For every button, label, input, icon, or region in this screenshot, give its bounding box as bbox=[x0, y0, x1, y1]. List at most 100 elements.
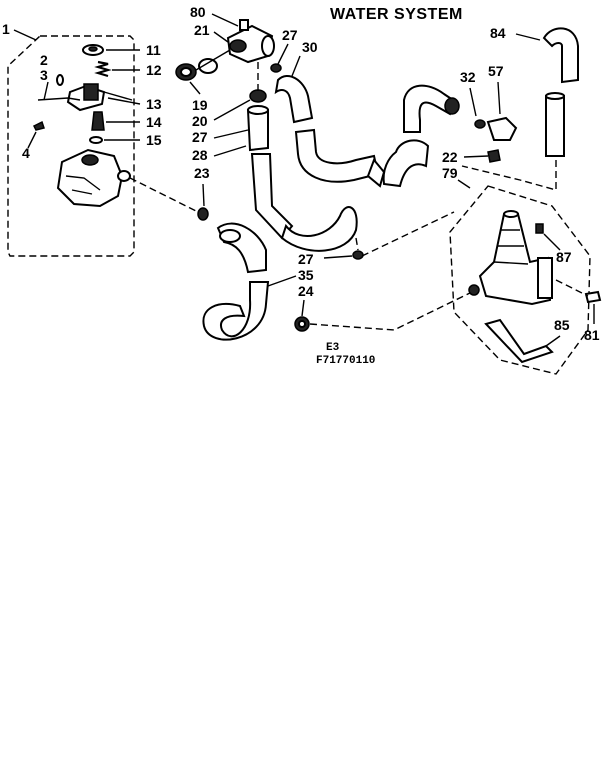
clamp-20 bbox=[249, 89, 267, 103]
hose-upper-end bbox=[444, 97, 460, 115]
callout-27b: 27 bbox=[282, 27, 298, 43]
connector-27c-to-pump bbox=[361, 211, 455, 257]
connector-valve-to-23 bbox=[129, 177, 199, 213]
clamp-27b bbox=[270, 63, 282, 73]
bracket-arm bbox=[103, 91, 133, 101]
leader-85 bbox=[545, 335, 561, 347]
callout-20: 20 bbox=[192, 113, 208, 129]
callout-85: 85 bbox=[554, 317, 570, 333]
clamp-32 bbox=[474, 119, 486, 129]
leader-13 bbox=[107, 97, 141, 105]
section-code: E3 bbox=[326, 342, 340, 354]
clamp-22 bbox=[487, 149, 501, 163]
connector-loop-to-27c bbox=[355, 237, 359, 251]
vacuum-breaker-nipple bbox=[239, 19, 249, 31]
valve-assembly-group: 1 11 12 13 14 15 2 3 4 bbox=[2, 21, 162, 257]
clamp-23 bbox=[197, 207, 209, 221]
part-87 bbox=[535, 223, 544, 234]
gasket-axis bbox=[195, 49, 231, 71]
drain-hose-84-end bbox=[545, 92, 565, 100]
leader-24 bbox=[301, 299, 305, 317]
pump-side-plate bbox=[537, 257, 553, 299]
callout-35: 35 bbox=[298, 267, 314, 283]
callout-87: 87 bbox=[556, 249, 572, 265]
leader-27a bbox=[213, 129, 249, 139]
leader-19 bbox=[189, 81, 201, 95]
leader-1 bbox=[13, 29, 37, 41]
drain-hose-84-lower bbox=[545, 95, 565, 157]
hose-28 bbox=[246, 109, 269, 152]
adjust-screw bbox=[56, 74, 64, 86]
pump-assembly-outline bbox=[449, 185, 591, 375]
leader-22 bbox=[463, 155, 489, 158]
valve-spring bbox=[94, 60, 112, 78]
leader-79 bbox=[457, 179, 471, 189]
callout-30: 30 bbox=[302, 39, 318, 55]
valve-clip bbox=[32, 120, 45, 131]
connector-24-to-pump bbox=[309, 291, 473, 331]
leader-27b bbox=[277, 43, 289, 65]
callout-14: 14 bbox=[146, 114, 162, 130]
callout-81: 81 bbox=[584, 327, 600, 343]
pump-outlet bbox=[468, 284, 480, 296]
connector-84-to-pump bbox=[461, 160, 557, 191]
fill-hose-group: 80 21 19 20 27 28 23 bbox=[175, 4, 380, 367]
leader-4 bbox=[27, 131, 37, 149]
hose-30-lower bbox=[294, 128, 380, 183]
valve-assembly-outline bbox=[7, 35, 135, 257]
vacuum-breaker-port bbox=[229, 39, 247, 53]
callout-22: 22 bbox=[442, 149, 458, 165]
pump-assembly-group: 87 81 85 bbox=[449, 185, 602, 375]
pump-inlet bbox=[503, 210, 519, 218]
callout-4: 4 bbox=[22, 145, 30, 161]
leader-28 bbox=[213, 145, 247, 157]
valve-body-detail bbox=[65, 175, 101, 195]
valve-plunger bbox=[91, 111, 105, 131]
clamp-24-hole bbox=[298, 320, 306, 328]
leader-27c bbox=[323, 255, 353, 259]
hose-28-end bbox=[247, 105, 269, 115]
callout-2: 2 bbox=[40, 52, 48, 68]
leader-80 bbox=[211, 13, 239, 27]
callout-21: 21 bbox=[194, 22, 210, 38]
valve-body bbox=[56, 148, 124, 208]
leader-35 bbox=[267, 275, 297, 287]
valve-outlet bbox=[117, 170, 131, 182]
leader-32 bbox=[469, 87, 477, 117]
drain-hose-group: 32 57 22 79 84 bbox=[366, 25, 579, 191]
callout-28: 28 bbox=[192, 147, 208, 163]
hose-lower-bend bbox=[382, 139, 430, 188]
callout-15: 15 bbox=[146, 132, 162, 148]
leader-3 bbox=[43, 81, 49, 101]
callout-32: 32 bbox=[460, 69, 476, 85]
callout-11: 11 bbox=[146, 42, 161, 58]
callout-84: 84 bbox=[490, 25, 506, 41]
drain-hose-84-top bbox=[542, 27, 579, 84]
hose-upper-bend bbox=[403, 84, 458, 133]
fill-hose-loop bbox=[280, 206, 358, 252]
callout-57: 57 bbox=[488, 63, 504, 79]
valve-inlet-port bbox=[81, 154, 99, 166]
hose-35-end bbox=[219, 229, 241, 243]
gasket-19-hole bbox=[180, 67, 192, 77]
leader-20 bbox=[213, 99, 251, 121]
screw-81 bbox=[584, 290, 602, 304]
callout-3: 3 bbox=[40, 67, 48, 83]
clamp-27c bbox=[352, 250, 364, 260]
callout-23: 23 bbox=[194, 165, 210, 181]
callout-27a: 27 bbox=[192, 129, 208, 145]
callout-24: 24 bbox=[298, 283, 314, 299]
figure-code: F71770110 bbox=[316, 355, 375, 367]
valve-cap-center bbox=[88, 46, 98, 52]
callout-13: 13 bbox=[146, 96, 162, 112]
hose-30-upper bbox=[274, 75, 314, 124]
leader-30 bbox=[291, 55, 301, 77]
pump-housing bbox=[478, 213, 552, 306]
ring-21 bbox=[198, 58, 218, 74]
connector-pump-to-81 bbox=[555, 279, 589, 297]
hose-35-u bbox=[202, 281, 270, 341]
elbow-57 bbox=[486, 116, 518, 141]
leader-23 bbox=[202, 183, 205, 207]
valve-o-ring bbox=[89, 136, 103, 144]
